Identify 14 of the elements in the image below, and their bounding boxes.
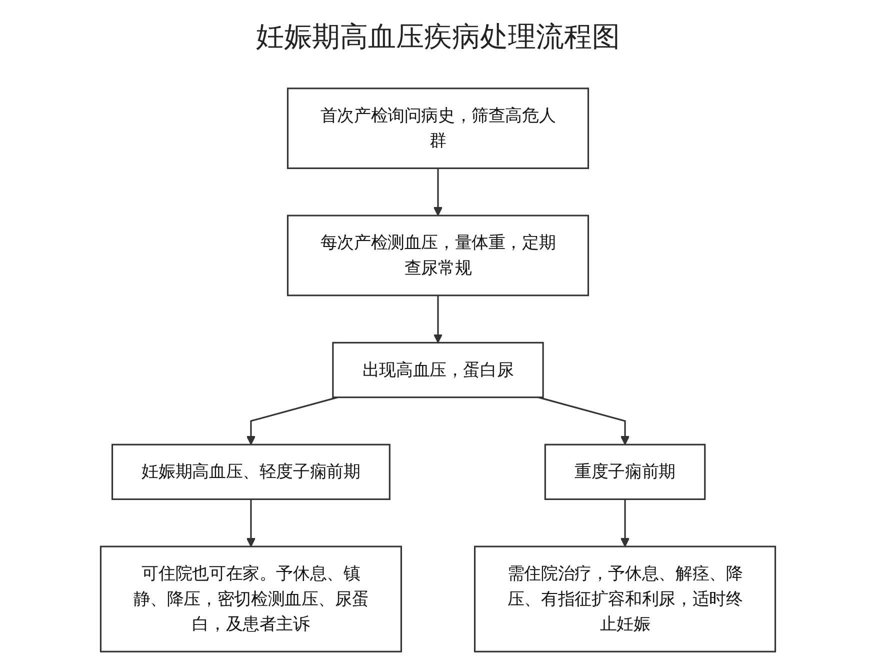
process-box: 出现高血压，蛋白尿 [332, 342, 544, 398]
process-box: 每次产检测血压，量体重，定期查尿常规 [286, 214, 590, 296]
arrow [246, 396, 338, 446]
arrow [620, 499, 630, 547]
arrow [538, 396, 630, 446]
arrow [433, 168, 443, 216]
arrow [246, 499, 256, 547]
diagram-title: 妊娠期高血压疾病处理流程图 [256, 19, 620, 55]
process-box: 重度子痫前期 [544, 444, 706, 500]
process-box: 首次产检询问病史，筛查高危人群 [286, 88, 590, 170]
process-box: 可住院也可在家。予休息、镇静、降压，密切检测血压、尿蛋白，及患者主诉 [100, 546, 402, 652]
arrow [433, 295, 443, 344]
process-box: 需住院治疗，予休息、解痉、降压、有指征扩容和利尿，适时终止妊娠 [474, 546, 776, 652]
process-box: 妊娠期高血压、轻度子痫前期 [111, 444, 390, 500]
